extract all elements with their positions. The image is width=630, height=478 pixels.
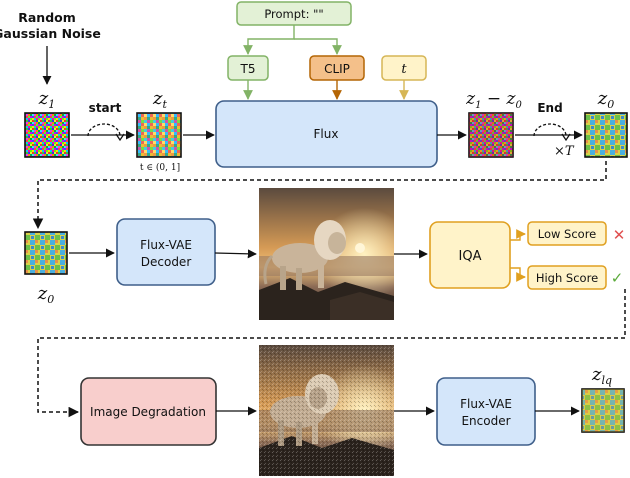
zlq-image: [581, 388, 625, 433]
z1-noise-image: [24, 112, 70, 158]
encoder-text-line1: Flux-VAE: [460, 397, 512, 411]
zlq-image-tint: [582, 389, 624, 432]
iqa-to-low-arrow: [510, 229, 526, 241]
z0-top-label: z0: [597, 88, 614, 111]
accept-icon: ✓: [611, 269, 624, 287]
high-score-text: High Score: [536, 271, 598, 285]
zlq-label: zlq: [591, 364, 612, 387]
flux-box: [215, 100, 438, 168]
start-rotation-icon: [87, 123, 125, 142]
end-label: End: [537, 101, 562, 115]
low-score-text: Low Score: [538, 227, 597, 241]
z0-left-label: z0: [37, 283, 54, 306]
start-label: start: [89, 101, 122, 115]
degraded-lion-image: [259, 345, 394, 476]
iqa-to-high-arrow: [510, 267, 526, 282]
z0-top-image: [584, 112, 628, 158]
z1-minus-z0-tint: [469, 113, 513, 157]
times-t-label: ×T: [554, 144, 575, 159]
high-score-box: [527, 265, 607, 290]
prompt-text: Prompt: "": [264, 7, 323, 21]
high-score-loop-dashed-arrow: [37, 289, 626, 418]
decoder-text-line2: Decoder: [141, 255, 192, 269]
decoded-lion-image: [259, 188, 394, 320]
iqa-text: IQA: [459, 249, 482, 264]
low-score-box: [527, 221, 607, 246]
z1-minus-z0-label: z1 − z0: [465, 89, 522, 111]
decoder-to-image-arrow: [214, 249, 257, 259]
zt-noise-image: [136, 112, 182, 158]
end-rotation-icon: [533, 123, 571, 142]
z0-loop-dashed-arrow: [32, 161, 607, 230]
decoder-text-line1: Flux-VAE: [140, 238, 192, 252]
iqa-box: [429, 221, 511, 289]
t5-text: T5: [240, 62, 256, 76]
prompt-to-clip-arrow: [294, 38, 342, 55]
reject-icon: ✕: [613, 226, 626, 244]
degradation-text: Image Degradation: [90, 405, 206, 419]
clip-text: CLIP: [324, 62, 350, 76]
z0-left-image: [24, 231, 68, 275]
t-text: t: [401, 62, 407, 77]
encoder-box: [436, 377, 536, 446]
z1-minus-z0-image: [468, 112, 514, 158]
flux-text: Flux: [314, 127, 339, 141]
noise-title-line1: Random: [18, 10, 76, 25]
z1-label: z1: [38, 88, 55, 111]
zt-label: zt: [152, 88, 167, 111]
prompt-to-t5-arrow: [243, 25, 295, 55]
decoder-box: [116, 218, 216, 286]
noise-title-line2: Gaussian Noise: [0, 26, 101, 41]
encoder-text-line2: Encoder: [461, 414, 510, 428]
t-range-label: t ∈ (0, 1]: [140, 162, 180, 173]
